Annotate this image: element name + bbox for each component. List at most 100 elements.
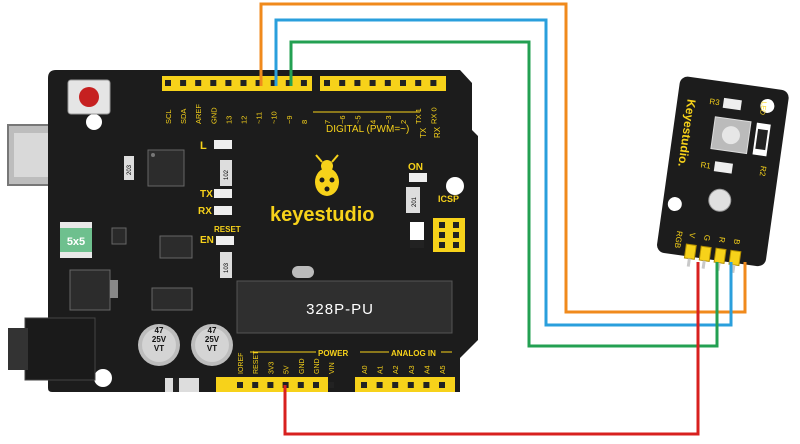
header-pin-hole — [361, 382, 367, 388]
header-pin-hole — [313, 382, 319, 388]
header-pin-hole — [180, 80, 187, 86]
header-pin-hole — [439, 382, 445, 388]
module-mount-screw — [708, 188, 732, 212]
header-pin-hole — [415, 80, 422, 86]
header-pin-label: 12 — [240, 116, 249, 124]
header-pin-label: GND — [299, 358, 306, 374]
icsp-pin-hole — [453, 232, 459, 238]
resistor-102 — [220, 160, 232, 186]
fuse-label: 5x5 — [67, 236, 85, 248]
power-label: POWER — [318, 349, 348, 358]
header-pin-label: A3 — [409, 365, 416, 374]
header-pin-label: ~5 — [353, 115, 362, 124]
mount-hole — [667, 197, 682, 212]
wire-pin10-to-r — [274, 18, 733, 327]
board-brand: keyestudio — [270, 204, 374, 226]
led-tx-label: TX — [200, 189, 213, 200]
module-pin-leg — [686, 258, 691, 267]
header-pin-label: IOREF — [238, 353, 245, 374]
diode — [165, 378, 199, 392]
header-pin-hole — [339, 80, 346, 86]
analog-header — [355, 377, 455, 392]
header-pin-label: GND — [209, 107, 218, 124]
reset-label: RESET — [214, 225, 241, 234]
module-pin-label: V — [687, 232, 697, 239]
header-pin-label: 8 — [300, 120, 309, 124]
header-pin-hole — [407, 382, 414, 388]
diode-chip — [151, 287, 193, 311]
usb-chip — [147, 149, 185, 187]
header-pin-label: ~3 — [384, 115, 393, 124]
main-chip — [236, 280, 453, 334]
icsp-pin-hole — [439, 232, 445, 238]
header-pin-label: A0 — [362, 365, 369, 374]
module-led-label: LED — [758, 101, 767, 115]
module-pin — [713, 247, 727, 265]
header-pin-label: TX 1 — [414, 108, 423, 124]
mount-hole — [86, 114, 102, 130]
regulator-chip — [159, 235, 193, 259]
icsp-label: ICSP — [438, 194, 459, 204]
header-pin-hole — [225, 80, 232, 86]
icsp-pin-hole — [453, 222, 459, 228]
rx-arrow-label: RX — [433, 126, 442, 138]
header-pin-label: RESET — [253, 350, 260, 374]
header-pin-hole — [400, 80, 406, 86]
led-rx — [214, 206, 232, 215]
module-r3-label: R3 — [709, 97, 721, 107]
main-chip-label: 328P-PU — [306, 301, 374, 318]
wire-pin9-to-g — [289, 40, 719, 348]
header-pin-label: 5V — [284, 365, 291, 374]
header-pin-hole — [285, 80, 292, 86]
header-pin-hole — [369, 80, 376, 86]
module-pin-label: R — [717, 236, 727, 243]
en-label: EN — [200, 235, 214, 246]
resistor-code: 203 — [127, 164, 133, 175]
header-pin-hole — [252, 382, 259, 388]
resistor-201 — [406, 187, 420, 213]
header-pin-hole — [255, 80, 262, 86]
icsp-pin-hole — [439, 222, 445, 228]
header-pin-label: A1 — [378, 365, 385, 374]
on-label: ON — [408, 162, 423, 173]
icsp-pin-hole — [439, 242, 445, 248]
header-pin-hole — [195, 80, 202, 86]
module-pin — [698, 245, 712, 262]
power-regulator — [69, 269, 111, 311]
header-pin-label: GND — [314, 358, 321, 374]
header-pin-hole — [210, 80, 217, 86]
digital-label: DIGITAL (PWM=~) — [326, 124, 409, 135]
header-pin-label: A4 — [424, 365, 431, 374]
tx-arrow-label: TX — [419, 127, 428, 138]
digital-header-right — [320, 76, 446, 91]
header-pin-label: SCL — [164, 109, 173, 124]
capacitor-2 — [191, 324, 233, 366]
wire-pin11-to-b — [259, 2, 747, 314]
dc-jack — [24, 317, 96, 381]
mount-hole — [760, 98, 775, 113]
header-pin-label: ~11 — [255, 112, 264, 124]
header-pin-hole — [300, 80, 307, 86]
header-pin-label: 7 — [323, 120, 332, 124]
header-pin-label: ~6 — [338, 115, 347, 124]
header-pin-label: VIN — [329, 362, 336, 374]
header-pin-hole — [384, 80, 391, 86]
led-tx — [214, 189, 232, 198]
resistor-code: 103 — [224, 262, 230, 273]
mount-hole — [446, 177, 464, 195]
header-pin-label: ~10 — [270, 111, 279, 124]
resistor-code: 201 — [412, 196, 418, 207]
resistor-203 — [124, 156, 134, 180]
capacitor-1 — [138, 324, 180, 366]
header-pin-hole — [392, 382, 399, 388]
header-pin-label: 13 — [224, 116, 233, 124]
header-pin-hole — [297, 382, 304, 388]
reset-button-cap — [79, 87, 99, 107]
resistor-code: 102 — [224, 169, 230, 180]
header-pin-hole — [376, 382, 383, 388]
header-pin-hole — [270, 80, 277, 86]
